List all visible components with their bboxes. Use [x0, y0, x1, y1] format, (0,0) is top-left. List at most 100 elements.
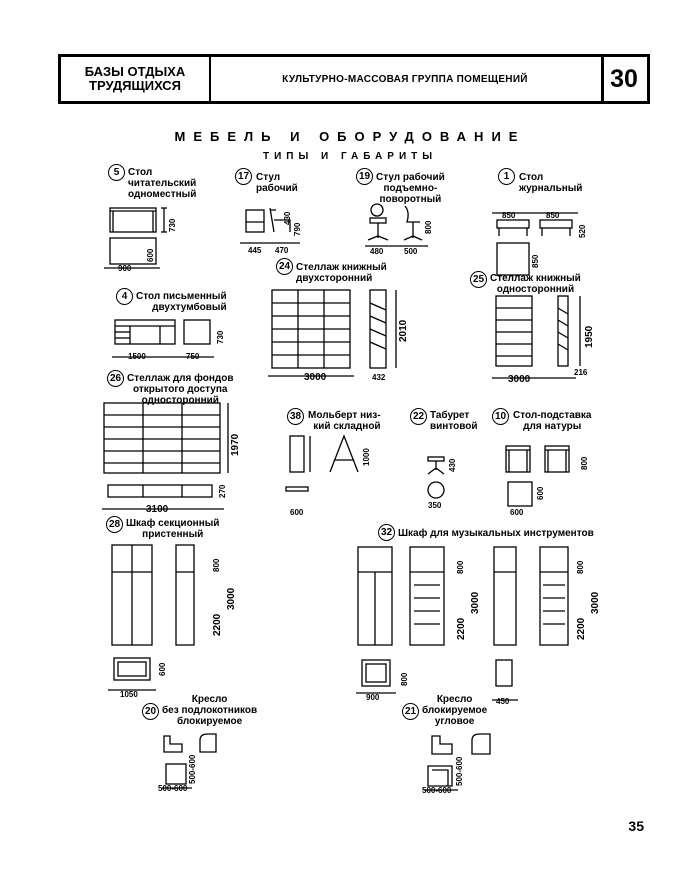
- drawing-desk-4: [112, 319, 214, 358]
- dim-25-length: 3000: [508, 374, 531, 385]
- dim-19-height: 800: [424, 220, 433, 234]
- dim-17-height: 790: [293, 222, 302, 236]
- dim-28-depth: 600: [158, 662, 167, 676]
- drawing-chair-17: [240, 207, 300, 244]
- item-number-20: 20: [142, 703, 159, 720]
- dim-32-depth: 800: [400, 672, 409, 686]
- drawing-cabinet-32: [356, 546, 569, 701]
- item-number-5: 5: [108, 164, 125, 181]
- dim-1-width-b: 850: [546, 211, 560, 220]
- header-group-name: КУЛЬТУРНО-МАССОВАЯ ГРУППА ПОМЕЩЕНИЙ: [209, 57, 604, 101]
- dim-25-height: 1950: [584, 325, 595, 348]
- item-number-17: 17: [235, 168, 252, 185]
- item-label-10: Стол-подставка для натуры: [513, 410, 592, 432]
- sheet-header: БАЗЫ ОТДЫХА ТРУДЯЩИХСЯ КУЛЬТУРНО-МАССОВА…: [58, 54, 650, 104]
- item-number-28: 28: [106, 516, 123, 533]
- dim-24-depth: 432: [372, 373, 386, 382]
- page-subtitle: ТИПЫ И ГАБАРИТЫ: [262, 151, 438, 162]
- drawing-armchair-21: [424, 733, 491, 791]
- drawing-stool-22: [427, 456, 445, 499]
- item-label-20: Кресло без подлокотников блокируемое: [162, 694, 258, 727]
- item-label-1: Стол журнальный: [519, 172, 583, 194]
- dim-10-depth: 600: [536, 486, 545, 500]
- item-number-19: 19: [356, 168, 373, 185]
- dim-17-width: 445: [248, 246, 262, 255]
- dim-1-height: 520: [578, 224, 587, 238]
- dim-32-lower: 2200: [456, 617, 467, 640]
- drawing-armchair-20: [162, 733, 217, 789]
- dim-10-height: 800: [580, 456, 589, 470]
- dim-20-depth: 500-600: [188, 754, 197, 784]
- item-number-22: 22: [410, 408, 427, 425]
- drawing-shelf-24: [268, 289, 397, 377]
- dim-21-width: 500-600: [422, 786, 452, 795]
- page-title: МЕБЕЛЬ И ОБОРУДОВАНИЕ: [174, 129, 526, 144]
- item-label-21: Кресло блокируемое угловое: [422, 694, 488, 727]
- item-label-19: Стул рабочий подъемно- поворотный: [376, 172, 445, 205]
- header-left-line2: ТРУДЯЩИХСЯ: [89, 78, 181, 93]
- item-label-17: Стул рабочий: [256, 172, 298, 194]
- item-number-38: 38: [287, 408, 304, 425]
- dim-17-depth: 470: [275, 246, 289, 255]
- dim-32-top: 800: [456, 560, 465, 574]
- page-number: 35: [628, 818, 644, 834]
- item-label-5: Стол читательский одноместный: [128, 167, 197, 200]
- drawing-shelf-26: [102, 402, 229, 510]
- dim-28-width: 1050: [120, 690, 138, 699]
- dim-21-depth: 500-600: [455, 756, 464, 786]
- header-section-name: БАЗЫ ОТДЫХА ТРУДЯЩИХСЯ: [61, 57, 211, 101]
- dim-26-depth: 270: [218, 484, 227, 498]
- item-number-1: 1: [498, 168, 515, 185]
- dim-26-length: 3100: [146, 504, 169, 515]
- drawing-table-1: [492, 212, 578, 276]
- drawing-easel-38: [285, 434, 359, 492]
- header-left-line1: БАЗЫ ОТДЫХА: [84, 64, 186, 79]
- item-label-4: Стол письменный двухтумбовый: [136, 291, 227, 313]
- dim-19-width: 480: [370, 247, 384, 256]
- item-number-4: 4: [116, 288, 133, 305]
- dim-5-height: 730: [168, 218, 177, 232]
- dim-4-depth: 750: [186, 352, 200, 361]
- item-label-24: Стеллаж книжный двухсторонний: [296, 262, 387, 284]
- drawing-shelf-25: [492, 295, 581, 379]
- drawing-chair-19: [365, 203, 428, 247]
- dim-24-height: 2010: [398, 319, 409, 342]
- dim-22-diameter: 350: [428, 501, 442, 510]
- dim-38-width: 600: [290, 508, 304, 517]
- item-label-28: Шкаф секционный пристенный: [126, 518, 220, 540]
- dim-32-total: 3000: [470, 591, 481, 614]
- drawing-cabinet-28: [108, 544, 195, 691]
- item-label-22: Табурет винтовой: [430, 410, 478, 432]
- dim-4-length: 1500: [128, 352, 146, 361]
- drawing-stand-10: [505, 445, 570, 507]
- item-number-26: 26: [107, 370, 124, 387]
- item-label-38: Мольберт низ- кий складной: [308, 410, 381, 432]
- dim-28-total: 3000: [226, 587, 237, 610]
- dim-28-top: 800: [212, 558, 221, 572]
- dim-38-height: 1000: [362, 448, 371, 466]
- dim-26-height: 1970: [230, 433, 241, 456]
- dim-32-total-b: 3000: [590, 591, 601, 614]
- sheet-number: 30: [610, 64, 638, 93]
- dim-32-lower-b: 2200: [576, 617, 587, 640]
- item-label-26: Стеллаж для фондов открытого доступа одн…: [127, 373, 234, 406]
- dim-32-width-b: 450: [496, 697, 510, 706]
- dim-17-seat: 430: [283, 211, 292, 225]
- dim-25-depth: 216: [574, 368, 588, 377]
- item-number-21: 21: [402, 703, 419, 720]
- item-number-25: 25: [470, 271, 487, 288]
- dim-1-width-a: 850: [502, 211, 516, 220]
- dim-5-width: 900: [118, 264, 132, 273]
- dim-24-length: 3000: [304, 372, 327, 383]
- dim-1-depth: 850: [531, 254, 540, 268]
- dim-5-depth: 600: [146, 248, 155, 262]
- dim-28-lower: 2200: [212, 613, 223, 636]
- item-number-24: 24: [276, 258, 293, 275]
- item-label-32: Шкаф для музыкальных инструментов: [398, 528, 594, 539]
- dim-22-height: 430: [448, 458, 457, 472]
- item-number-10: 10: [492, 408, 509, 425]
- dim-32-top-b: 800: [576, 560, 585, 574]
- item-label-25: Стеллаж книжный односторонний: [490, 273, 581, 295]
- dim-20-width: 500-600: [158, 784, 188, 793]
